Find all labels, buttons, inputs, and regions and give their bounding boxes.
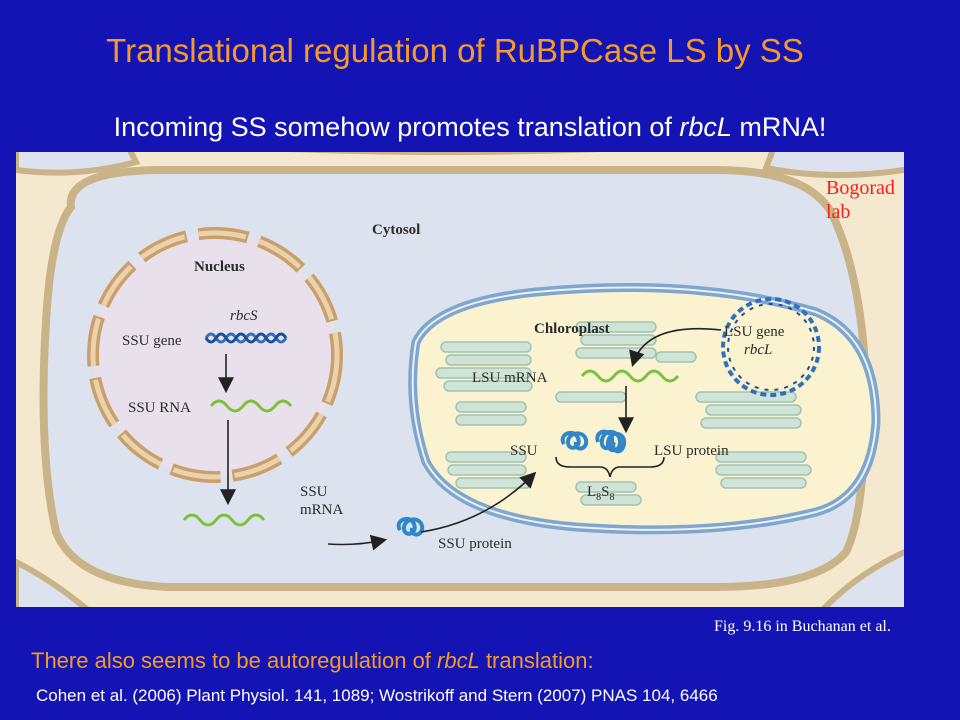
nucleus-interior — [93, 233, 337, 477]
figure-credit: Fig. 9.16 in Buchanan et al. — [714, 618, 891, 635]
label-ssu-gene: SSU gene — [122, 333, 182, 349]
l8s8-L: L — [587, 484, 596, 500]
label-rbcl: rbcL — [744, 342, 772, 358]
nuclear-envelope-inner — [90, 230, 340, 480]
references: Cohen et al. (2006) Plant Physiol. 141, … — [36, 686, 718, 705]
lsu-mrna-wave — [580, 369, 680, 383]
arrows — [218, 327, 722, 551]
lab-credit-line1: Bogorad — [826, 177, 895, 199]
label-rbcs: rbcS — [230, 308, 258, 324]
autoreg-text-end: translation: — [479, 648, 594, 673]
label-ssu-mrna-2: mRNA — [300, 502, 344, 518]
neighbor-cells — [16, 152, 904, 607]
l8s8-sub-1: 8 — [596, 492, 601, 503]
autoreg-text-start: There also seems to be autoregulation of — [31, 648, 438, 673]
label-ssu: SSU — [510, 443, 538, 459]
lsu-gene-circle — [721, 297, 821, 397]
autoreg-gene-name: rbcL — [437, 648, 480, 673]
subtitle-text-start: Incoming SS somehow promotes translation… — [113, 112, 680, 142]
chloroplast-ssu-coil — [560, 430, 589, 451]
ssu-gene-helix — [204, 332, 288, 344]
lsu-gene-circle-inner — [727, 303, 815, 391]
cell-diagram-svg: Cytosol Nucleus rbcS SSU gene SSU RNA SS… — [16, 152, 904, 607]
lsu-protein-coil — [595, 429, 627, 454]
cell-diagram: Cytosol Nucleus rbcS SSU gene SSU RNA SS… — [16, 152, 904, 607]
label-ssu-mrna-1: SSU — [300, 484, 328, 500]
slide-title: Translational regulation of RuBPCase LS … — [106, 32, 804, 69]
chloroplast-envelope-gap — [411, 286, 878, 531]
ssu-protein-coil — [396, 516, 425, 537]
slide-subtitle: Incoming SS somehow promotes translation… — [0, 112, 940, 143]
lab-credit: Bogorad lab — [826, 176, 936, 224]
label-chloroplast: Chloroplast — [534, 321, 610, 337]
label-lsu-protein: LSU protein — [654, 443, 729, 459]
label-cytosol: Cytosol — [372, 222, 420, 238]
l8s8-brace — [555, 456, 665, 478]
ssu-mrna-wave — [182, 513, 266, 527]
subtitle-text-end: mRNA! — [731, 112, 827, 142]
l8s8-S: S — [601, 484, 609, 500]
label-lsu-gene: LSU gene — [724, 324, 785, 340]
subtitle-gene-name: rbcL — [679, 112, 732, 142]
l8s8-sub-2: 8 — [610, 492, 615, 503]
thylakoids — [435, 321, 812, 506]
label-lsu-mrna: LSU mRNA — [472, 370, 548, 386]
lab-credit-line2: lab — [826, 201, 851, 223]
label-ssu-rna: SSU RNA — [128, 400, 191, 416]
label-l8s8: L8S8 — [587, 484, 615, 503]
autoregulation-note: There also seems to be autoregulation of… — [31, 648, 594, 674]
ssu-rna-wave — [209, 399, 293, 413]
label-nucleus: Nucleus — [194, 259, 245, 275]
label-ssu-protein: SSU protein — [438, 536, 512, 552]
